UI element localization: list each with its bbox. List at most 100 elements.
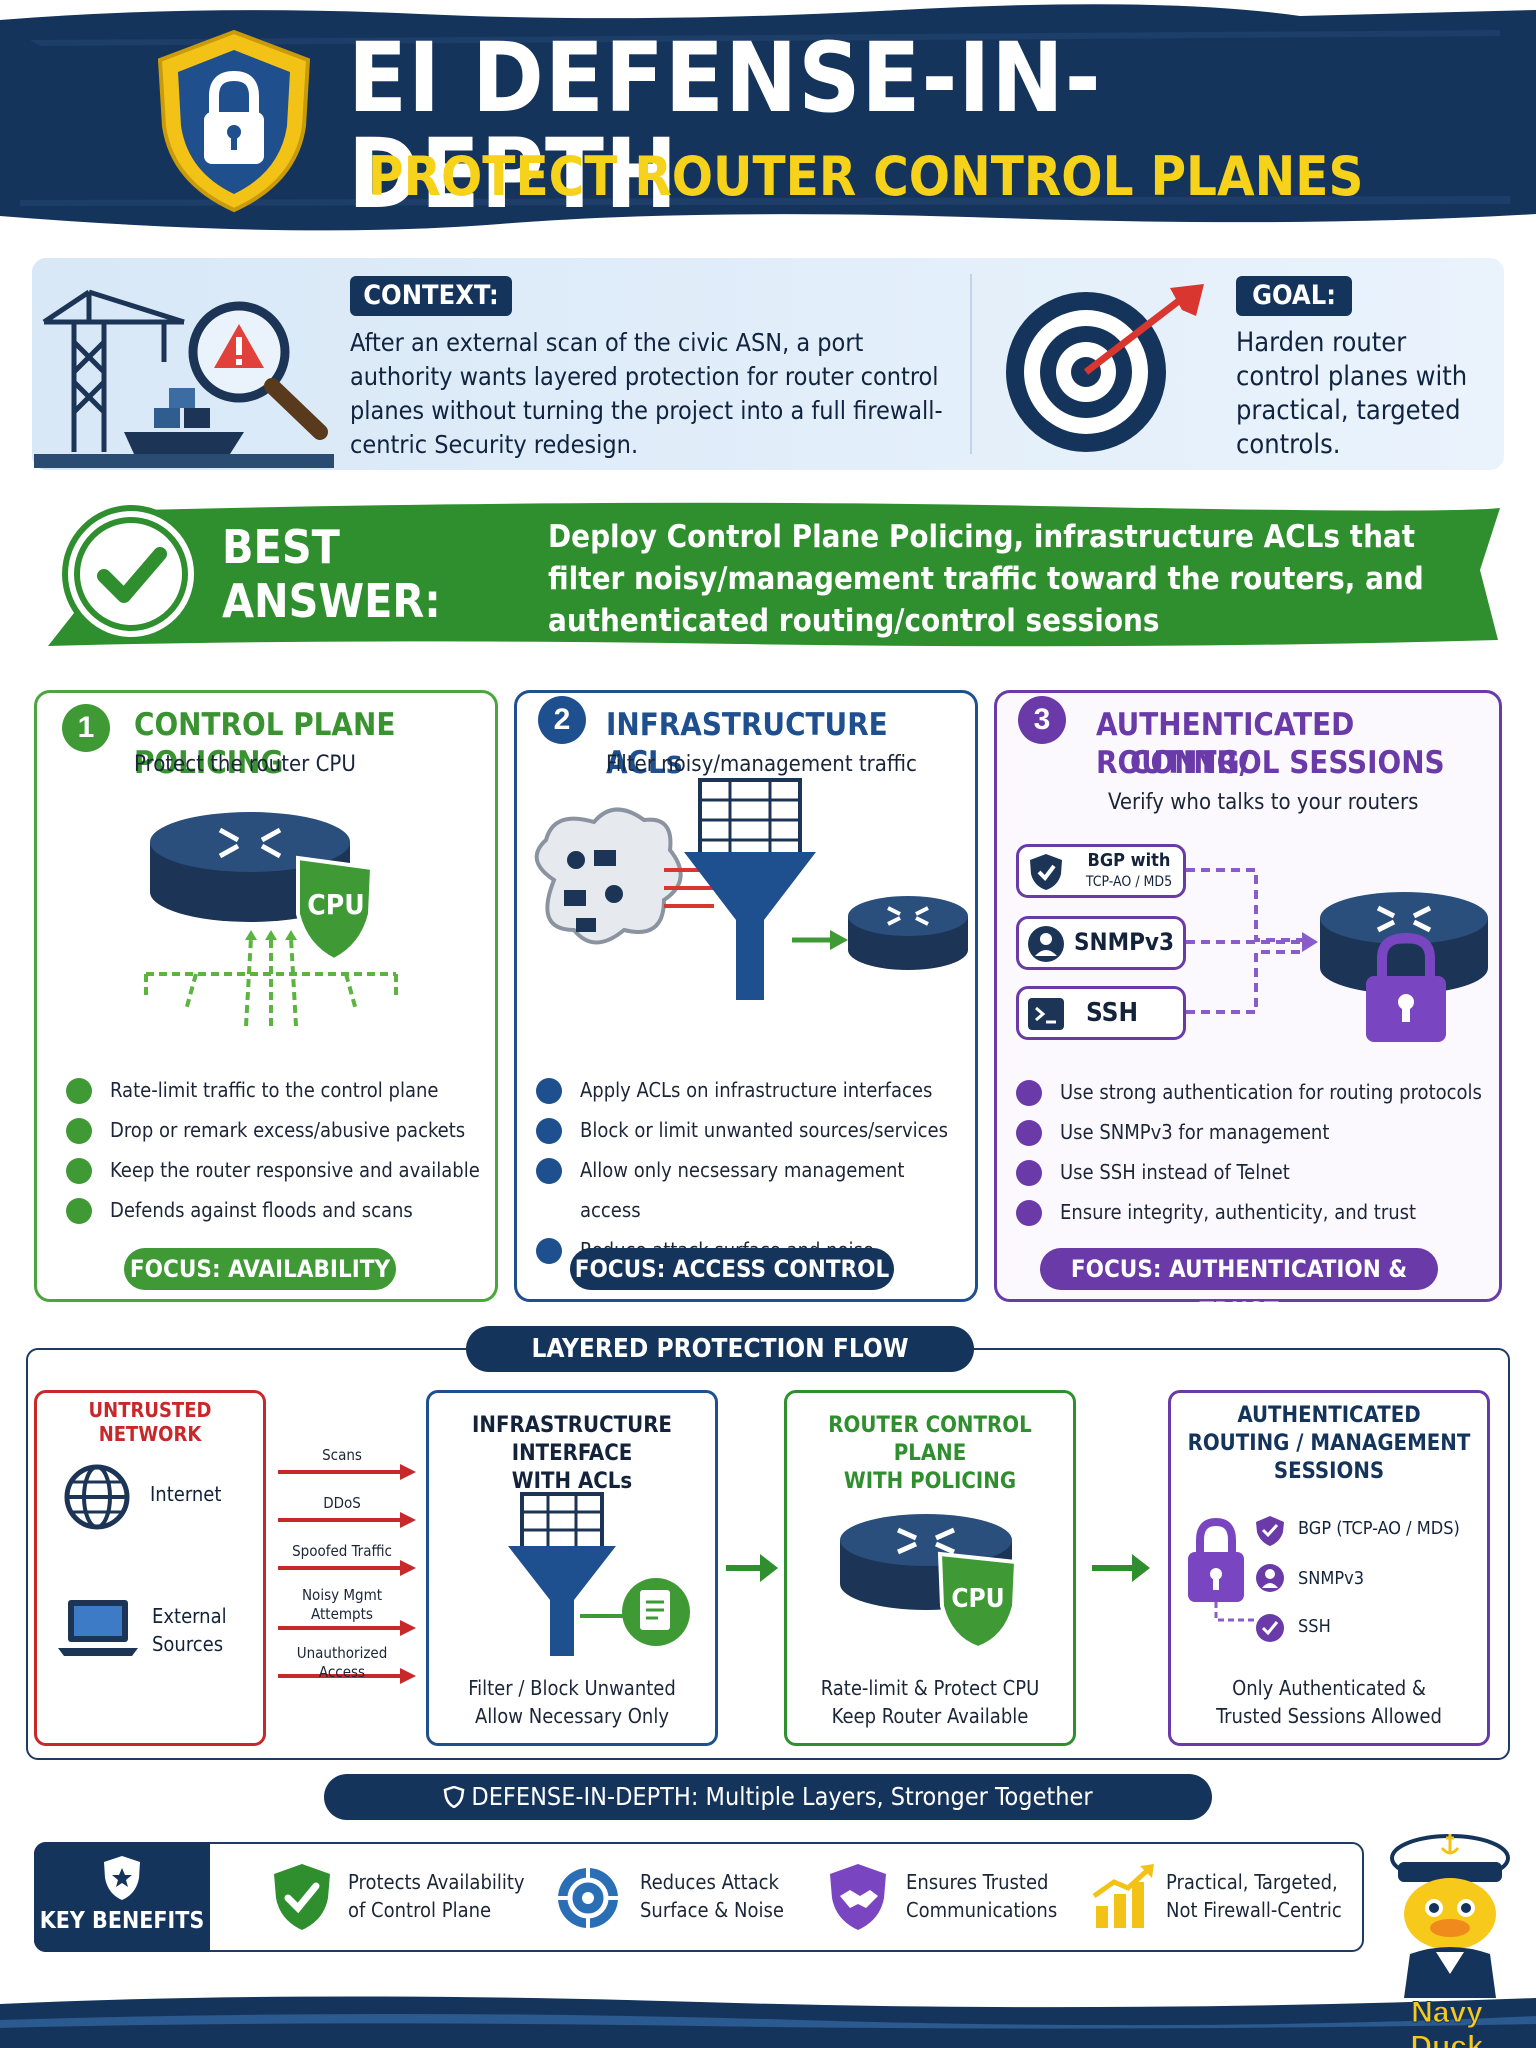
threat-ddos: DDoS (323, 1494, 361, 1512)
target-icon (1006, 284, 1204, 452)
card-number-3: 3 (1018, 696, 1066, 744)
navy-duck-mascot (1390, 1834, 1510, 1998)
acl-flow-box (426, 1390, 718, 1746)
shield-star-icon (104, 1856, 140, 1900)
card-number-1: 1 (62, 704, 110, 752)
header-banner (0, 4, 1536, 231)
bullet-item: Block or limit unwanted sources/services (536, 1110, 966, 1150)
context-label: CONTEXT: (350, 276, 512, 316)
acl-funnel-icon (508, 1492, 690, 1656)
cpu-badge-label: CPU (307, 888, 365, 921)
terminal-icon (1028, 998, 1064, 1030)
flow-title: LAYERED PROTECTION FLOW (466, 1326, 974, 1372)
shield-lock-icon (157, 29, 311, 213)
benefit-practical: Practical, Targeted,Not Firewall-Centric (1166, 1870, 1342, 1922)
port-crane-icon (34, 289, 334, 468)
page-subtitle: PROTECT ROUTER CONTROL PLANES (368, 145, 1364, 208)
session-snmpv3-label: SNMPv3 (1074, 928, 1175, 956)
bullets-acl: Apply ACLs on infrastructure interfaces … (536, 1070, 966, 1270)
focus-badge-access-control: FOCUS: ACCESS CONTROL (570, 1248, 894, 1290)
goal-text: Harden router control planes with practi… (1236, 327, 1468, 460)
best-answer-banner (48, 502, 1500, 647)
session-bgp-line1: BGP with (1087, 850, 1171, 871)
auth-item-icons (1256, 1516, 1284, 1642)
router-cpu-icon (150, 812, 375, 963)
navy-duck-label: Navy Duck (1410, 1996, 1484, 2048)
auth-item-bgp: BGP (TCP-AO / MDS) (1298, 1518, 1460, 1539)
bullet-item: Keep the router responsive and available (66, 1150, 486, 1190)
bullet-item: Use SSH instead of Telnet (1016, 1152, 1496, 1192)
untrusted-network-box (34, 1390, 266, 1746)
shield-small-icon (444, 1785, 465, 1809)
threat-scans: Scans (322, 1446, 362, 1464)
bullet-item: Rate-limit traffic to the control plane (66, 1070, 486, 1110)
card-title-auth-line1: AUTHENTICATED ROUTING/ (1096, 707, 1355, 781)
session-bgp (1016, 844, 1186, 898)
check-badge-icon (62, 505, 200, 643)
bullets-auth: Use strong authentication for routing pr… (1016, 1072, 1496, 1232)
focus-badge-availability: FOCUS: AVAILABILITY (124, 1248, 396, 1290)
card-title-auth-line2: CONTROL SESSIONS (1130, 745, 1445, 781)
bullet-item: Allow only necsessary management access (536, 1150, 966, 1230)
auth-router-lock-icon (1186, 868, 1488, 1042)
internet-label: Internet (150, 1482, 222, 1506)
session-bgp-line2: TCP-AO / MD5 (1085, 874, 1173, 890)
key-benefits-text: KEY BENEFITS (39, 1908, 205, 1934)
cpu-flow-badge-label: CPU (951, 1584, 1005, 1614)
shield-check-green-icon (274, 1864, 330, 1930)
shield-check-icon (1030, 854, 1062, 890)
context-text: After an external scan of the civic ASN,… (350, 328, 943, 459)
card-subtitle-cpp: Protect the router CPU (134, 752, 356, 777)
focus-badge-authentication: FOCUS: AUTHENTICATION & TRUST (1040, 1248, 1438, 1325)
threat-spoofed: Spoofed Traffic (292, 1542, 392, 1560)
threat-arrows (278, 1464, 416, 1684)
card-subtitle-auth: Verify who talks to your routers (1108, 790, 1419, 815)
bullet-item: Defends against floods and scans (66, 1190, 486, 1230)
page-title: EI DEFENSE-IN-DEPTH (348, 22, 1102, 230)
best-answer-label: BEST ANSWER: (222, 520, 441, 628)
bullet-item: Use strong authentication for routing pr… (1016, 1072, 1496, 1112)
router-cpu-flow-icon (840, 1514, 1019, 1650)
flow-arrow-2 (1092, 1554, 1150, 1582)
card-control-plane-policing (34, 690, 498, 1302)
bullet-item: Ensure integrity, authenticity, and trus… (1016, 1192, 1496, 1232)
bullet-item: Apply ACLs on infrastructure interfaces (536, 1070, 966, 1110)
card-title-acl: INFRASTRUCTURE ACLs (606, 707, 888, 781)
best-answer-text: Deploy Control Plane Policing, infrastru… (548, 519, 1424, 639)
card-title-cpp: CONTROL PLANE POLICING (134, 707, 396, 781)
crosshair-icon (558, 1868, 618, 1928)
auth-flow-caption: Only Authenticated &Trusted Sessions All… (1216, 1676, 1442, 1728)
key-benefits-label: KEY BENEFITS (34, 1842, 210, 1952)
flow-arrow-1 (726, 1554, 778, 1582)
defense-in-depth-bar: DEFENSE-IN-DEPTH: Multiple Layers, Stron… (324, 1774, 1212, 1820)
user-lock-icon (1028, 926, 1064, 962)
context-divider (970, 274, 972, 454)
acl-filter-icon (534, 778, 968, 1000)
session-ssh-label: SSH (1086, 998, 1139, 1028)
card-number-2: 2 (538, 696, 586, 744)
untrusted-network-title: UNTRUSTED NETWORK (88, 1398, 212, 1446)
defense-bar-text: DEFENSE-IN-DEPTH: Multiple Layers, Stron… (471, 1782, 1093, 1811)
laptop-icon (58, 1600, 138, 1656)
goal-label: GOAL: (1236, 276, 1352, 316)
bullets-cpp: Rate-limit traffic to the control plane … (66, 1070, 486, 1230)
handshake-shield-icon (830, 1864, 886, 1930)
card-subtitle-acl: Filter noisy/management traffic (606, 752, 917, 777)
traffic-arrows-icon (144, 930, 398, 1027)
bullet-item: Drop or remark excess/abusive packets (66, 1110, 486, 1150)
lock-icon (1188, 1517, 1256, 1622)
footer-wave (0, 1996, 1536, 2048)
bullet-item: Use SNMPv3 for management (1016, 1112, 1496, 1152)
auth-item-ssh: SSH (1298, 1616, 1331, 1637)
